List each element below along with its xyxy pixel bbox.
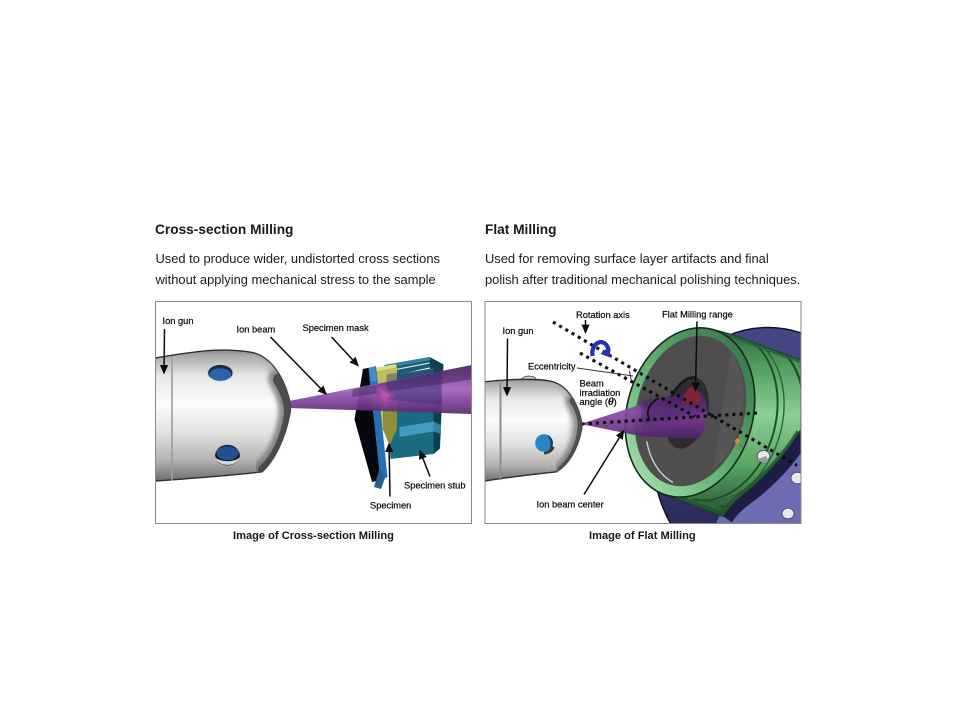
svg-text:Ion beam: Ion beam [236, 324, 275, 334]
svg-text:Rotation axis: Rotation axis [576, 310, 630, 320]
svg-text:angle (θ): angle (θ) [580, 396, 617, 408]
svg-text:Specimen stub: Specimen stub [404, 480, 466, 490]
svg-text:Eccentricity: Eccentricity [528, 361, 576, 371]
svg-text:irradiation: irradiation [580, 388, 621, 398]
svg-text:Specimen: Specimen [370, 500, 411, 510]
svg-text:Ion gun: Ion gun [503, 326, 534, 336]
svg-text:Specimen mask: Specimen mask [302, 323, 368, 333]
svg-text:Ion beam center: Ion beam center [537, 499, 604, 509]
svg-text:Beam: Beam [580, 378, 605, 388]
svg-text:Flat Milling range: Flat Milling range [662, 309, 733, 319]
svg-text:Ion gun: Ion gun [162, 316, 193, 326]
